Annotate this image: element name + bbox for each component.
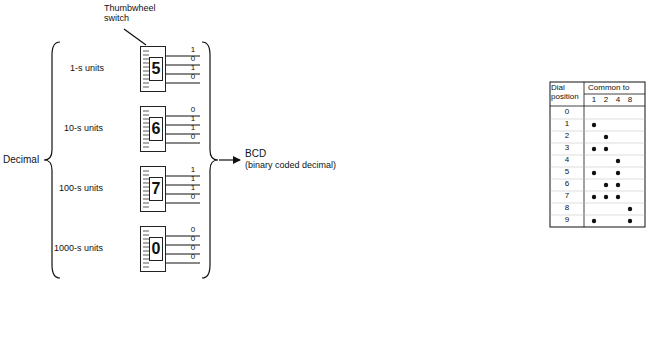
- table-cell: 5: [565, 168, 569, 177]
- stroke: [143, 51, 149, 52]
- bcd-brace: [202, 42, 218, 278]
- stroke: [143, 175, 149, 176]
- thumbwheel-switch: 7: [140, 166, 166, 212]
- output-label: (binary coded decimal): [245, 161, 336, 171]
- digit-label: 1-s units: [70, 64, 104, 74]
- group-label: Decimal: [3, 154, 39, 165]
- table-cell: 9: [565, 216, 569, 225]
- bit-value: 0: [191, 106, 195, 115]
- thumbwheel-switch: 0: [140, 226, 166, 272]
- table-grid: [550, 82, 645, 227]
- stroke: [166, 203, 200, 204]
- digit-label: 100-s units: [59, 184, 103, 194]
- bit-value: 0: [191, 193, 195, 202]
- stroke: [143, 147, 149, 148]
- part-label: Thumbwheel switch: [104, 4, 162, 24]
- dial-digit: 6: [149, 117, 163, 141]
- table-cell: 6: [565, 180, 569, 189]
- stroke: [550, 143, 645, 144]
- table-header: 1: [592, 96, 596, 105]
- output-label: BCD: [245, 148, 266, 159]
- stroke: [143, 171, 149, 172]
- bit-value: 0: [191, 73, 195, 82]
- stroke: [143, 231, 149, 232]
- leader-line: [124, 29, 146, 45]
- bcd-arrow: [219, 159, 240, 160]
- table-cell: 8: [565, 204, 569, 213]
- table-rows: [550, 119, 645, 215]
- thumbwheel-ridges: [143, 51, 149, 267]
- digit-label: 1000-s units: [54, 244, 103, 254]
- bit-value: 1: [191, 115, 195, 124]
- bit-value: 1: [191, 46, 195, 55]
- table-cell: 3: [565, 144, 569, 153]
- bit-value: 1: [191, 184, 195, 193]
- bit-value: 1: [191, 124, 195, 133]
- stroke: [166, 263, 200, 264]
- dial-digit: 7: [149, 177, 163, 201]
- output-wires: [166, 56, 200, 263]
- stroke: [550, 191, 645, 192]
- stroke: [550, 179, 645, 180]
- stroke: [143, 207, 149, 208]
- stroke: [166, 83, 200, 84]
- table-header: Dial position: [551, 84, 583, 102]
- stroke: [143, 267, 149, 268]
- bit-value: 1: [191, 64, 195, 73]
- table-header: 2: [604, 96, 608, 105]
- table-cell: 7: [565, 192, 569, 201]
- stroke: [143, 83, 149, 84]
- table-cell: 2: [565, 132, 569, 141]
- bit-value: 0: [191, 253, 195, 262]
- stroke: [143, 143, 149, 144]
- dial-digit: 0: [149, 237, 163, 261]
- stroke: [143, 203, 149, 204]
- bit-value: 0: [191, 235, 195, 244]
- thumbwheel-switch: 5: [140, 46, 166, 92]
- table-cell: 4: [565, 156, 569, 165]
- table-frame: [550, 82, 645, 227]
- stroke: [143, 87, 149, 88]
- stroke: [143, 263, 149, 264]
- table-cell: 1: [565, 120, 569, 129]
- digit-label: 10-s units: [64, 124, 103, 134]
- stroke: [550, 167, 645, 168]
- dial-digit: 5: [149, 57, 163, 81]
- stroke: [550, 131, 645, 132]
- table-header: 4: [616, 96, 620, 105]
- table-header: Common to: [588, 84, 629, 93]
- bit-value: 1: [191, 166, 195, 175]
- stroke: [550, 119, 645, 120]
- bit-value: 0: [191, 133, 195, 142]
- thumbwheel-switch: 6: [140, 106, 166, 152]
- bit-value: 0: [191, 55, 195, 64]
- stroke: [143, 115, 149, 116]
- stroke: [550, 203, 645, 204]
- stroke: [143, 235, 149, 236]
- stroke: [166, 143, 200, 144]
- bit-value: 0: [191, 244, 195, 253]
- bit-value: 1: [191, 175, 195, 184]
- stroke: [143, 55, 149, 56]
- stroke: [143, 111, 149, 112]
- stroke: [550, 215, 645, 216]
- table-dots: [592, 123, 632, 223]
- stroke: [550, 155, 645, 156]
- bit-value: 0: [191, 226, 195, 235]
- table-cell: 0: [565, 108, 569, 117]
- decimal-brace: [44, 42, 60, 278]
- table-header: 8: [628, 96, 632, 105]
